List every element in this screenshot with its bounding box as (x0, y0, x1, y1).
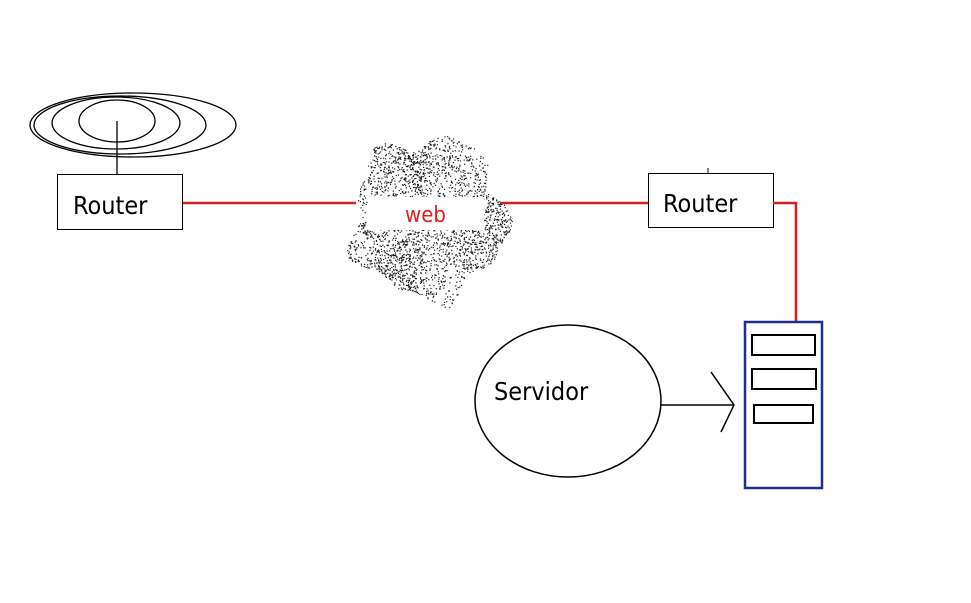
router-left-box (57, 174, 183, 230)
router-right: Router (648, 168, 774, 228)
web-label-box (368, 197, 484, 230)
server-slot-3 (753, 404, 814, 424)
web-label: web (405, 203, 446, 228)
link-router-right-server (773, 201, 798, 324)
server-slot-2 (751, 368, 817, 390)
router-right-label: Router (663, 189, 738, 218)
arrow-right-icon (661, 371, 735, 433)
router-left-label: Router (73, 191, 148, 220)
server-label: Servidor (494, 377, 589, 406)
server-tower-icon (743, 320, 824, 490)
server-bubble: Servidor (474, 324, 662, 478)
router-right-box (648, 173, 774, 228)
web-cloud-icon: web (347, 136, 513, 309)
server-ellipse (474, 324, 662, 478)
wireless-signal-icon (29, 92, 237, 175)
router-left: Router (57, 174, 183, 230)
server-slot-1 (751, 334, 816, 356)
